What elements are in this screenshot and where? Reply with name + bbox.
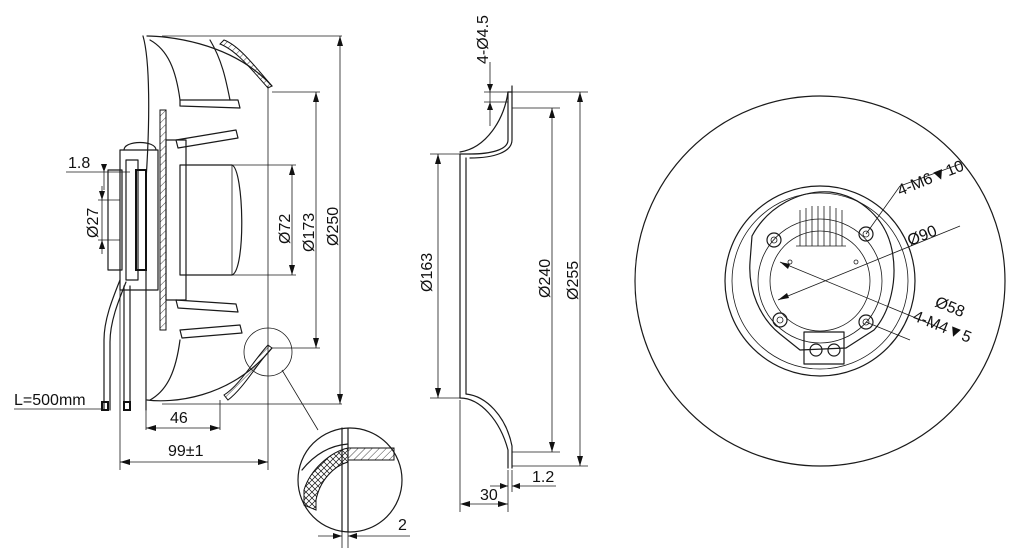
- section-view: Ø163 Ø240 Ø255 4-Ø4.5 30 1.2: [419, 15, 588, 512]
- dim-d27: Ø27: [85, 208, 102, 238]
- dim-d173: Ø173: [301, 213, 318, 252]
- dim-1-8: 1.8: [68, 155, 90, 172]
- dim-2: 2: [398, 517, 407, 534]
- dim-d250: Ø250: [325, 207, 342, 246]
- dim-d255: Ø255: [565, 261, 582, 300]
- front-view: 4-M6▼10 Ø90 Ø58 4-M4▼5: [634, 95, 1006, 467]
- detail-view: 2: [297, 427, 410, 548]
- side-view: Ø250 Ø173 Ø72 Ø27 1.8 L=500mm 46: [14, 35, 410, 548]
- bolt-holes: [766, 226, 874, 330]
- cooling-fins: [796, 206, 846, 247]
- label-m6: 4-M6▼10: [895, 158, 966, 200]
- dim-46: 46: [170, 410, 188, 427]
- label-m4: 4-M4▼5: [911, 308, 974, 347]
- dim-99: 99±1: [168, 443, 204, 460]
- dim-d240: Ø240: [537, 259, 554, 298]
- dim-d163: Ø163: [419, 253, 436, 292]
- dim-d72: Ø72: [277, 214, 294, 244]
- dim-1-2: 1.2: [532, 469, 554, 486]
- dim-cable-length: L=500mm: [14, 392, 86, 409]
- label-d90: Ø90: [905, 223, 940, 250]
- dim-holes: 4-Ø4.5: [475, 15, 492, 64]
- dim-30: 30: [480, 487, 498, 504]
